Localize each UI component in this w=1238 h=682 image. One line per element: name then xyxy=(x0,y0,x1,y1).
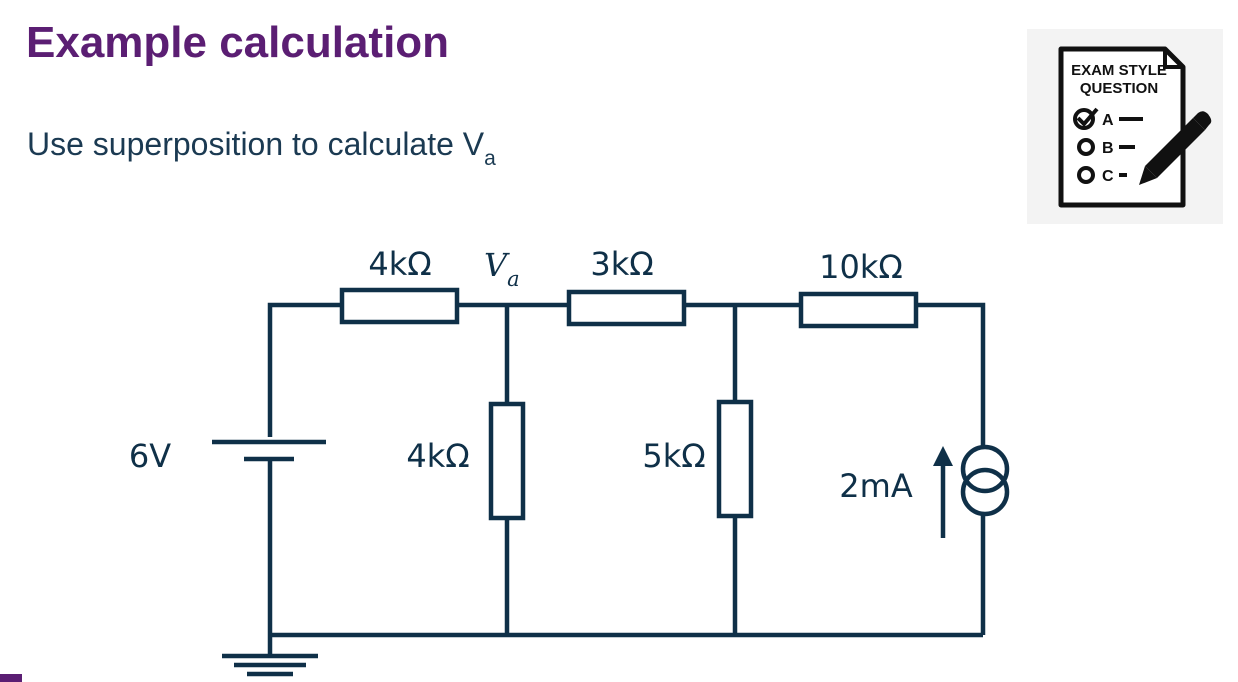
radio-circle-icon xyxy=(1077,166,1095,184)
prompt-subscript: a xyxy=(484,147,496,170)
checked-circle-icon xyxy=(1073,108,1095,130)
wire-right-top xyxy=(916,302,986,448)
resistor-top-left xyxy=(339,287,460,325)
exam-label-line1: EXAM STYLE xyxy=(1071,62,1167,79)
checkmark-icon xyxy=(1076,107,1099,127)
prompt-text: Use superposition to calculate V xyxy=(27,126,485,162)
resistor-shunt-b xyxy=(716,399,754,519)
node-label: V xyxy=(484,246,510,284)
exam-question-graphic: EXAM STYLE QUESTION A B C xyxy=(1058,46,1212,208)
label-r-shunt-b: 5kΩ xyxy=(642,437,705,475)
exam-style-question-icon: EXAM STYLE QUESTION A B C xyxy=(1027,29,1223,224)
wire-left-top xyxy=(267,302,342,437)
footer-logo-fragment xyxy=(0,674,22,682)
resistor-top-mid xyxy=(566,289,687,327)
label-r-top-left: 4kΩ xyxy=(368,245,431,283)
radio-circle-icon xyxy=(1077,138,1095,156)
page-fold xyxy=(1163,49,1183,69)
current-arrow-head xyxy=(933,446,953,466)
question-prompt: Use superposition to calculate Va xyxy=(27,126,496,170)
resistor-top-right xyxy=(798,291,919,329)
label-current-source: 2mA xyxy=(839,467,913,505)
node-label-va: Va xyxy=(484,246,520,291)
label-r-top-right: 10kΩ xyxy=(819,248,903,286)
label-source-voltage: 6V xyxy=(129,437,171,475)
resistor-shunt-a xyxy=(488,401,526,521)
label-r-shunt-a: 4kΩ xyxy=(406,437,469,475)
slide-title: Example calculation xyxy=(26,18,450,67)
option-c-label: C xyxy=(1102,168,1114,185)
node-label-subscript: a xyxy=(507,267,520,291)
option-a-label: A xyxy=(1102,112,1114,129)
label-r-top-mid: 3kΩ xyxy=(590,245,653,283)
option-b-label: B xyxy=(1102,140,1114,157)
pencil-icon xyxy=(1139,111,1212,185)
exam-label-line2: QUESTION xyxy=(1080,80,1158,97)
current-source-circle-top xyxy=(960,444,1010,494)
